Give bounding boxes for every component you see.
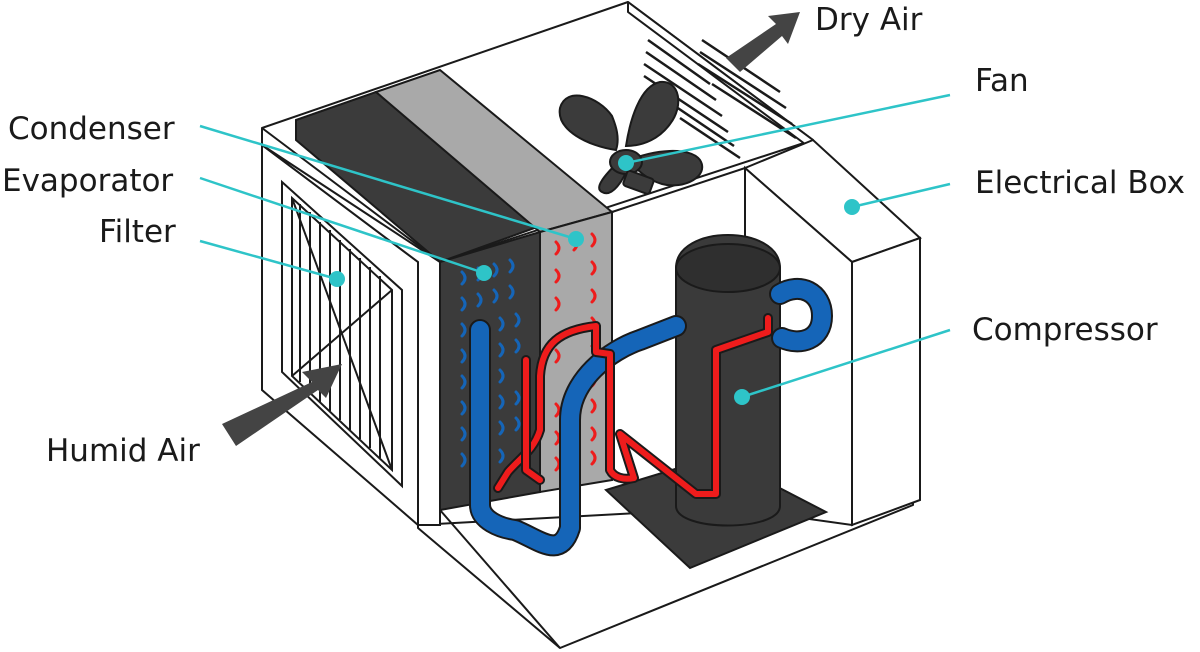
label-fan: Fan xyxy=(975,63,1029,99)
leader-electrical-box xyxy=(851,182,951,209)
evaporator-top-panel xyxy=(295,90,543,264)
evaporator-marker xyxy=(476,265,492,281)
leader-lines xyxy=(199,93,951,399)
hot-refrigerant-line xyxy=(493,313,773,499)
leader-compressor xyxy=(741,328,951,399)
label-evaporator: Evaporator xyxy=(2,163,174,199)
label-compressor: Compressor xyxy=(972,312,1158,348)
label-filter: Filter xyxy=(99,214,176,250)
dry-air-arrow-icon xyxy=(726,12,800,72)
filter-marker xyxy=(329,271,345,287)
leader-fan xyxy=(625,93,951,165)
compressor-marker xyxy=(734,389,750,405)
humid-air-arrow-icon xyxy=(222,364,342,446)
leader-condenser xyxy=(199,124,577,241)
filter-grille-icon xyxy=(281,179,403,489)
label-humid-air: Humid Air xyxy=(46,433,200,469)
cold-refrigerant-line xyxy=(469,278,833,557)
label-electrical-box: Electrical Box xyxy=(975,165,1185,201)
condenser-marker xyxy=(568,231,584,247)
compressor-icon xyxy=(675,234,781,527)
label-dry-air: Dry Air xyxy=(815,2,923,38)
electrical-box-marker xyxy=(844,199,860,215)
leader-evaporator xyxy=(199,176,485,275)
condenser-fins xyxy=(554,232,597,472)
label-condenser: Condenser xyxy=(8,111,175,147)
leader-filter xyxy=(199,239,338,281)
fan-marker xyxy=(618,155,634,171)
